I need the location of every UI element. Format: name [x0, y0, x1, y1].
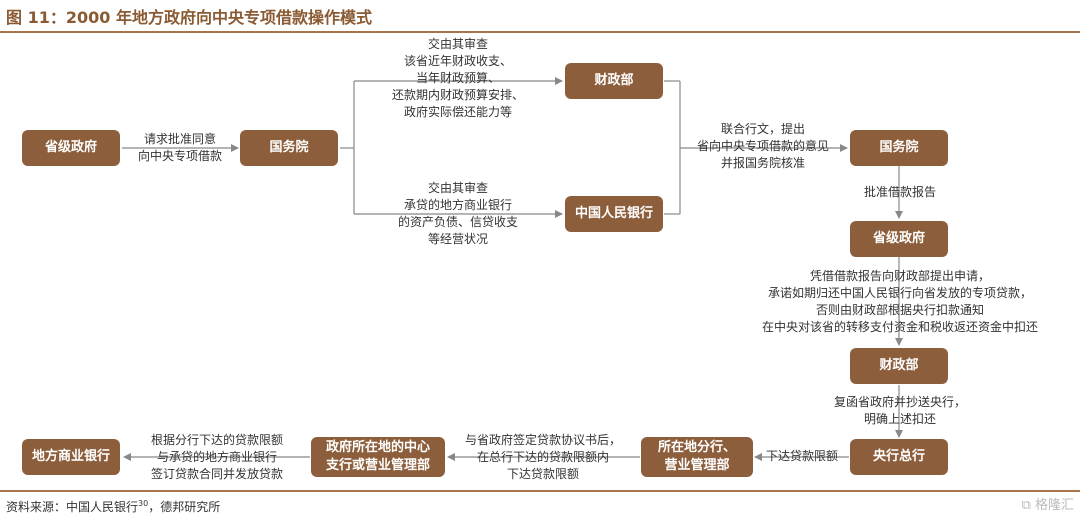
node-state-council-2: 国务院	[850, 130, 948, 166]
label-sign: 与省政府签定贷款协议书后， 在总行下达的贷款限额内 下达贷款限额	[464, 433, 621, 481]
bottom-rule	[0, 490, 1080, 492]
node-provincial-gov-1: 省级政府	[22, 130, 120, 166]
node-provincial-gov-2: 省级政府	[850, 221, 948, 257]
label-to-pboc: 交由其审查 承贷的地方商业银行 的资产负债、信贷收支 等经营状况	[397, 181, 518, 246]
source-footnote: 30	[138, 499, 149, 508]
label-approve: 批准借款报告	[863, 185, 936, 199]
node-local-commercial-bank: 地方商业银行	[22, 439, 120, 475]
label-reply: 复函省政府并抄送央行， 明确上述扣还	[833, 395, 966, 426]
label-joint: 联合行文，提出 省向中央专项借款的意见 并报国务院核准	[696, 122, 829, 170]
node-state-council-1: 国务院	[240, 130, 338, 166]
watermark-text: 格隆汇	[1034, 498, 1074, 513]
figure-title: 图 11：2000 年地方政府向中央专项借款操作模式	[6, 8, 372, 27]
node-ministry-finance-2: 财政部	[850, 348, 948, 384]
node-central-branch: 央行总行	[850, 439, 948, 475]
label-contract: 根据分行下达的贷款限额 与承贷的地方商业银行 签订贷款合同并发放贷款	[150, 433, 283, 481]
label-request: 请求批准同意 向中央专项借款	[137, 132, 222, 163]
source-rest: ，德邦研究所	[148, 500, 221, 514]
node-local-branch: 所在地分行、 营业管理部	[641, 437, 753, 477]
node-pboc: 中国人民银行	[565, 196, 663, 232]
label-limit: 下达贷款限额	[765, 449, 838, 463]
top-rule	[0, 31, 1080, 33]
watermark-logo: ⧉ 格隆汇	[1021, 498, 1074, 513]
node-ministry-finance-1: 财政部	[565, 63, 663, 99]
node-central-sub-branch: 政府所在地的中心 支行或营业管理部	[311, 437, 445, 477]
label-apply: 凭借借款报告向财政部提出申请， 承诺如期归还中国人民银行向省发放的专项贷款， 否…	[761, 269, 1038, 334]
source-text: 资料来源：中国人民银行	[6, 500, 139, 514]
source-note: 资料来源：中国人民银行30，德邦研究所	[6, 498, 220, 515]
label-to-mof: 交由其审查 该省近年财政收支、 当年财政预算、 还款期内财政预算安排、 政府实际…	[391, 37, 524, 119]
